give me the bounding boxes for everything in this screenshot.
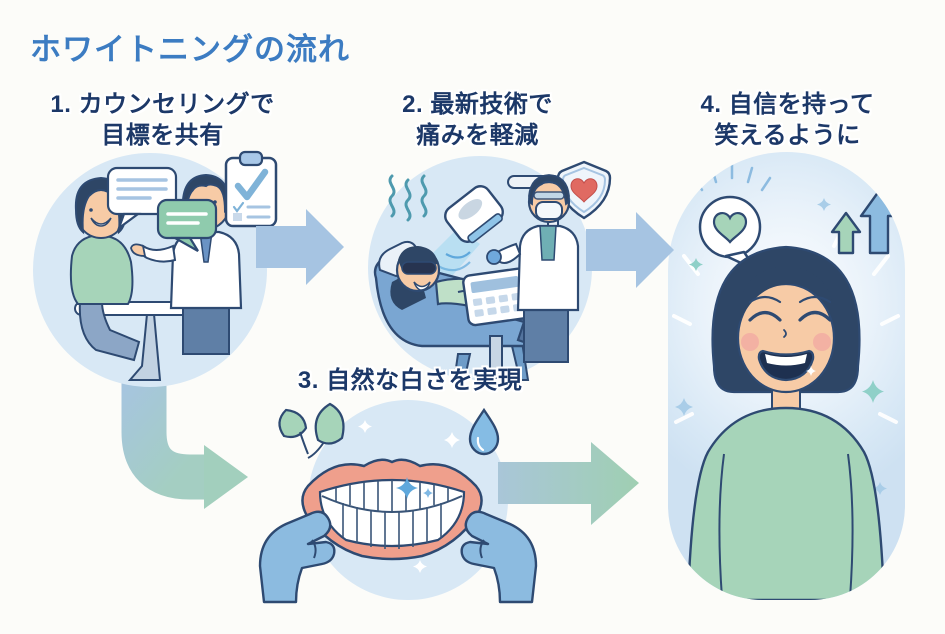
step1-heading-line2: 目標を共有 bbox=[101, 121, 224, 149]
flow-arrow-step1-to-step3 bbox=[121, 346, 248, 509]
sparkle-icon bbox=[806, 366, 816, 376]
step3-heading: 3. 自然な白さを実現 bbox=[250, 366, 570, 397]
step4-heading-line1: 4. 自信を持って bbox=[700, 91, 875, 118]
water-drop-icon bbox=[468, 407, 500, 456]
flow-arrow-step3-to-step4 bbox=[498, 442, 639, 525]
step3-illustration bbox=[258, 400, 538, 604]
clipboard-checklist-icon bbox=[224, 150, 278, 228]
step1-illustration bbox=[33, 150, 278, 387]
step4-illustration bbox=[672, 162, 900, 600]
step1-heading-line1: 1. カウンセリングで bbox=[50, 91, 275, 118]
speech-bubble-icon bbox=[106, 166, 218, 252]
sparkle-icon bbox=[675, 198, 887, 495]
smiling-woman-figure bbox=[686, 245, 886, 600]
step2-heading: 2. 最新技術で 痛みを軽減 bbox=[365, 90, 590, 151]
step2-heading-line2: 痛みを軽減 bbox=[416, 121, 539, 149]
step4-heading: 4. 自信を持って 笑えるように bbox=[670, 90, 905, 151]
step2-heading-line1: 2. 最新技術で bbox=[402, 91, 553, 118]
glove-hand-left bbox=[258, 510, 336, 604]
step4-panel bbox=[668, 152, 905, 600]
sparkle-icon bbox=[358, 420, 460, 573]
sparkle-icon bbox=[396, 477, 418, 499]
flow-arrow-step2-to-step4 bbox=[586, 212, 674, 288]
glove-hand-right bbox=[460, 510, 538, 604]
up-arrows-icon bbox=[830, 189, 899, 255]
step4-heading-line2: 笑えるように bbox=[714, 121, 861, 149]
control-panel bbox=[462, 267, 532, 379]
steam-lines-icon bbox=[388, 174, 428, 222]
dentist-figure bbox=[486, 174, 580, 363]
step3-heading-line1: 3. 自然な白さを実現 bbox=[297, 367, 523, 394]
sparkle-icon bbox=[423, 488, 433, 498]
dentist-figure bbox=[130, 173, 243, 355]
shield-heart-icon bbox=[556, 160, 612, 220]
step1-heading: 1. カウンセリングで 目標を共有 bbox=[25, 90, 300, 151]
leaf-icon bbox=[278, 402, 345, 459]
teeth-illustration bbox=[301, 458, 483, 561]
flow-arrow-step1-to-step2 bbox=[256, 209, 344, 285]
page-title: ホワイトニングの流れ bbox=[30, 32, 350, 67]
step2-illustration bbox=[368, 156, 612, 383]
